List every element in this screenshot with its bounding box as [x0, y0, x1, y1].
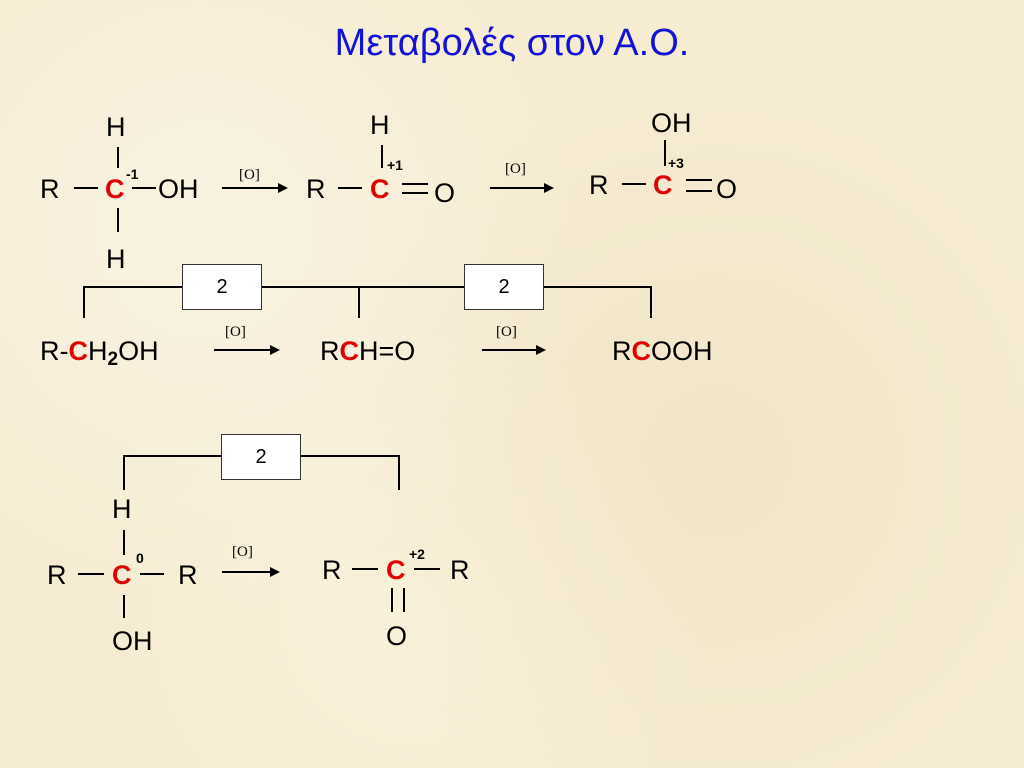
oxidation-state-1: -1	[126, 166, 139, 182]
oxygen-5: O	[386, 621, 408, 651]
reagent-label-2: [O]	[505, 161, 526, 177]
oxygen-3: O	[716, 174, 738, 204]
r-group-1: R	[40, 174, 60, 204]
r-group-7: R	[450, 555, 470, 585]
carbon-5: C	[386, 555, 406, 585]
formula-prefix: R	[320, 336, 340, 366]
carbon-2: C	[370, 174, 390, 204]
arrowhead	[536, 345, 546, 355]
formula-carbon: C	[631, 336, 652, 366]
h-top-4: H	[112, 494, 132, 524]
arrowhead	[278, 183, 288, 193]
reagent-label-5: [O]	[232, 544, 253, 560]
formula-suffix: OH	[118, 336, 159, 366]
arrowhead	[544, 183, 554, 193]
r-group-3: R	[589, 170, 609, 200]
formula-prefix: R	[612, 336, 632, 366]
oxidation-state-5: +2	[409, 546, 425, 562]
arrowhead	[270, 345, 280, 355]
formula-carbon: C	[339, 336, 360, 366]
bracket-line	[544, 286, 652, 318]
acid-formula: RCOOH	[612, 338, 713, 365]
reagent-label-4: [O]	[496, 324, 517, 340]
electron-count-box-3: 2	[221, 434, 301, 480]
carbon-3: C	[653, 170, 673, 200]
r-group-5: R	[178, 560, 198, 590]
formula-suffix: H=O	[359, 336, 416, 366]
aldehyde-formula: RCH=O	[320, 338, 415, 365]
electron-count-box-1: 2	[182, 264, 262, 310]
electron-count-box-2: 2	[464, 264, 544, 310]
r-group-6: R	[322, 555, 342, 585]
oh-bottom-4: OH	[112, 626, 153, 656]
r-group-4: R	[47, 560, 67, 590]
oh-group-1: OH	[158, 174, 199, 204]
r-group-2: R	[306, 174, 326, 204]
arrowhead	[270, 567, 280, 577]
oxidation-state-3: +3	[668, 155, 684, 171]
formula-h: H	[88, 336, 108, 366]
reagent-label-3: [O]	[225, 324, 246, 340]
carbon-4: C	[112, 560, 132, 590]
reagent-label-1: [O]	[239, 167, 260, 183]
h-top-2: H	[370, 110, 390, 140]
oh-top-3: OH	[651, 108, 692, 138]
bracket-line	[301, 455, 400, 490]
oxidation-state-4: 0	[136, 550, 144, 566]
h-top-1: H	[106, 112, 126, 142]
bracket-line	[123, 455, 221, 490]
ethanol-formula: R-CH2OH	[40, 336, 159, 370]
formula-carbon: C	[68, 336, 89, 366]
formula-suffix: OOH	[651, 336, 713, 366]
oxidation-state-2: +1	[387, 157, 403, 173]
page-title: Μεταβολές στον Α.Ο.	[334, 22, 690, 64]
carbon-1: C	[105, 174, 125, 204]
h-bottom-1: H	[106, 244, 126, 274]
oxygen-2: O	[434, 178, 456, 208]
formula-subscript: 2	[107, 349, 119, 370]
formula-prefix: R-	[40, 336, 69, 366]
bracket-line	[83, 286, 182, 318]
